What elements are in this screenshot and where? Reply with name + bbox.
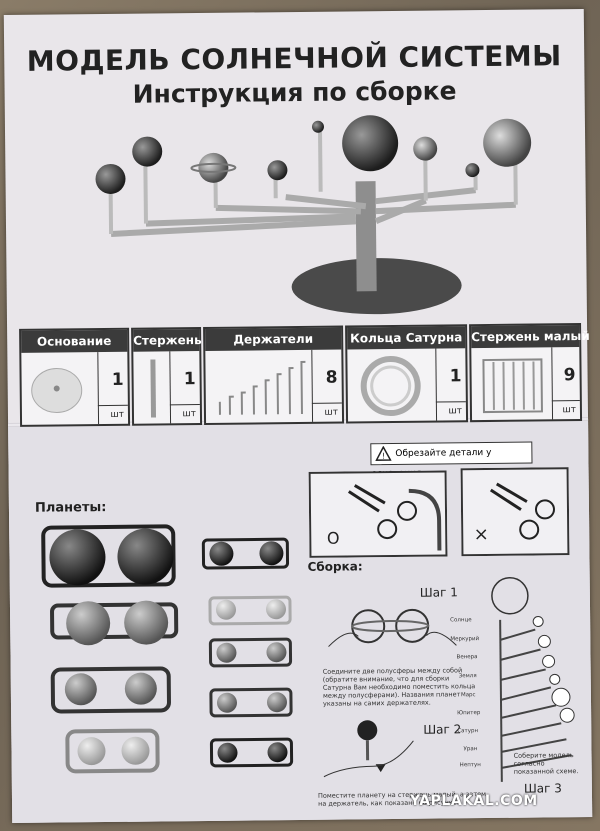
step-3-text: Соберите модель согласно показанной схем… <box>513 751 579 776</box>
planet-name-mars: Марс <box>460 692 476 699</box>
part-name: Кольца Сатурна <box>347 326 466 350</box>
part-name: Стержень малый <box>471 325 590 349</box>
planet-sprues-illustration <box>41 524 294 774</box>
cut-warning: ! Обрезайте детали у основания. <box>370 441 533 479</box>
parts-list: Основание 1 шт Стержень 1 шт Держатели <box>19 323 590 427</box>
planets-label: Планеты: <box>34 500 107 516</box>
step-1-illustration <box>328 608 457 648</box>
page-subtitle: Инструкция по сборке <box>132 76 457 109</box>
part-count: 1 <box>449 366 462 387</box>
part-count: 8 <box>325 367 338 388</box>
instruction-sheet: МОДЕЛЬ СОЛНЕЧНОЙ СИСТЕМЫ Инструкция по с… <box>3 8 593 824</box>
planet-name-saturn: Сатурн <box>457 728 479 735</box>
planet-name-sun: Солнце <box>450 617 472 624</box>
holders-icon <box>218 360 306 415</box>
planet-name-earth: Земля <box>458 673 477 680</box>
planet-name-neptune: Нептун <box>459 762 481 769</box>
part-unit: шт <box>182 409 197 420</box>
wrong-cut-diagram: × <box>460 467 570 557</box>
svg-text:!: ! <box>382 452 385 461</box>
assembly-label: Сборка: <box>307 559 363 574</box>
part-count: 9 <box>563 365 576 386</box>
planet-name-uranus: Уран <box>463 746 478 753</box>
planet-name-jupiter: Юпитер <box>457 710 481 717</box>
correct-cut-diagram: O <box>308 470 448 558</box>
part-count: 1 <box>183 369 196 390</box>
step-2-illustration <box>323 720 414 778</box>
part-small-rod: Стержень малый 9 шт <box>469 323 590 423</box>
wrong-mark: × <box>474 524 489 545</box>
part-count: 1 <box>111 369 124 390</box>
small-rods-icon <box>482 358 543 414</box>
site-watermark: YAPLAKAL.COM <box>410 793 538 809</box>
saturn-rings-icon <box>360 356 421 417</box>
part-unit: шт <box>324 407 339 418</box>
part-unit: шт <box>562 405 577 416</box>
step-3-illustration <box>491 577 575 782</box>
planet-name-mercury: Меркурий <box>450 636 480 643</box>
part-holders: Держатели 8 шт <box>203 325 345 425</box>
part-rod: Стержень 1 шт <box>131 327 203 426</box>
part-name: Стержень <box>133 329 202 352</box>
part-unit: шт <box>110 409 125 420</box>
part-saturn-rings: Кольца Сатурна 1 шт <box>345 324 469 424</box>
part-name: Основание <box>21 329 128 353</box>
part-unit: шт <box>448 406 463 417</box>
part-base: Основание 1 шт <box>19 327 131 427</box>
warning-icon: ! <box>375 446 392 461</box>
step-2-label: Шаг 2 <box>423 722 462 737</box>
planet-name-venus: Венера <box>456 654 478 661</box>
step-1-text: Соедините две полусферы между собой (обр… <box>322 666 476 708</box>
correct-mark: O <box>327 529 340 548</box>
solar-system-model-illustration <box>95 115 532 315</box>
rod-icon <box>150 359 157 418</box>
base-icon <box>31 368 83 414</box>
page-title: МОДЕЛЬ СОЛНЕЧНОЙ СИСТЕМЫ <box>26 39 562 78</box>
part-name: Держатели <box>205 327 342 351</box>
